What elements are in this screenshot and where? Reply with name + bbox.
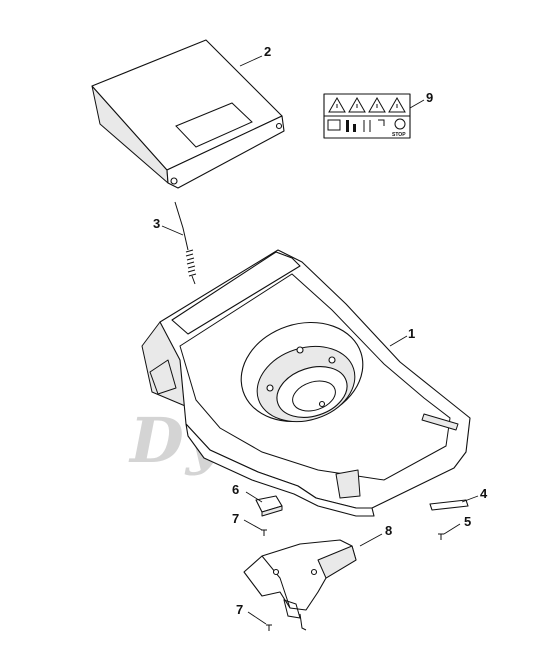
callout-7-upper: 7 xyxy=(232,511,239,526)
part-2-rear-flap xyxy=(91,39,285,189)
part-6-clip xyxy=(255,495,283,517)
callout-2: 2 xyxy=(264,44,271,59)
callout-1: 1 xyxy=(408,326,415,341)
part-8-insert xyxy=(243,539,357,631)
leader-lines xyxy=(161,55,479,625)
decal-stop-text: STOP xyxy=(392,132,406,138)
part-1-deck-housing xyxy=(141,249,471,517)
part-4-plate xyxy=(429,499,469,511)
part-3-spring xyxy=(174,201,197,285)
callout-9: 9 xyxy=(426,90,433,105)
callout-4: 4 xyxy=(480,486,488,501)
callout-6: 6 xyxy=(232,482,239,497)
callouts: 2 3 1 9 4 5 6 7 8 7 xyxy=(153,44,488,617)
callout-7-lower: 7 xyxy=(236,602,243,617)
callout-3: 3 xyxy=(153,216,160,231)
part-9-safety-decal: STOP xyxy=(323,93,411,139)
callout-8: 8 xyxy=(385,523,392,538)
callout-5: 5 xyxy=(464,514,471,529)
